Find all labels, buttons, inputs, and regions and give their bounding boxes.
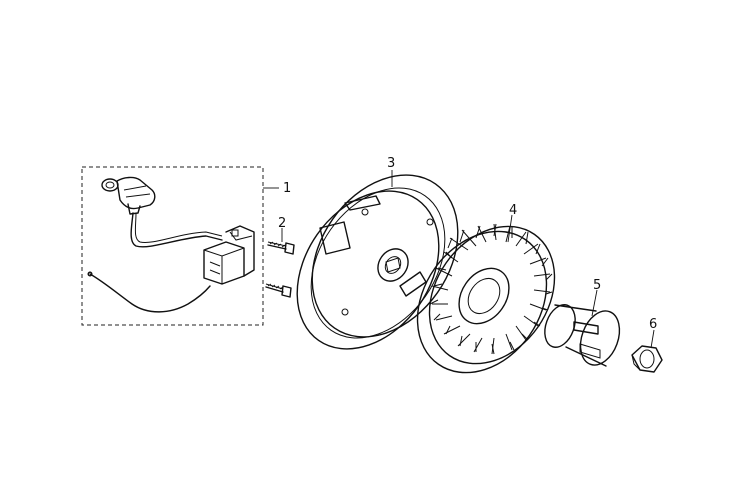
fan-hub-ring bbox=[458, 267, 510, 325]
high-tension-lead bbox=[130, 212, 223, 248]
hex-nut bbox=[631, 345, 663, 373]
ignition-coil bbox=[203, 225, 255, 285]
bolt-lower bbox=[265, 283, 292, 298]
callout-2: 2 bbox=[278, 216, 286, 231]
assembly-dashed-box bbox=[81, 166, 264, 326]
leader-4 bbox=[507, 214, 513, 243]
ground-wire bbox=[89, 273, 211, 313]
leader-lines bbox=[263, 170, 655, 349]
cooling-fan bbox=[416, 223, 556, 374]
magnet-slot bbox=[319, 221, 351, 255]
flywheel-rotor bbox=[296, 174, 459, 350]
callout-3: 3 bbox=[387, 156, 395, 171]
mounting-bolts bbox=[265, 241, 295, 298]
callout-1: 1 bbox=[283, 181, 291, 196]
leader-5 bbox=[591, 289, 598, 317]
spark-plug-boot bbox=[101, 176, 156, 215]
fan-fins bbox=[429, 223, 553, 355]
cup-slot bbox=[573, 321, 599, 335]
bolt-upper bbox=[267, 241, 295, 255]
leader-6 bbox=[650, 329, 655, 349]
flywheel-hub bbox=[377, 248, 409, 282]
callout-4: 4 bbox=[509, 203, 517, 218]
callout-6: 6 bbox=[649, 317, 657, 332]
starter-cup bbox=[544, 304, 621, 367]
ignition-coil-group bbox=[81, 166, 264, 326]
callout-5: 5 bbox=[593, 278, 601, 293]
